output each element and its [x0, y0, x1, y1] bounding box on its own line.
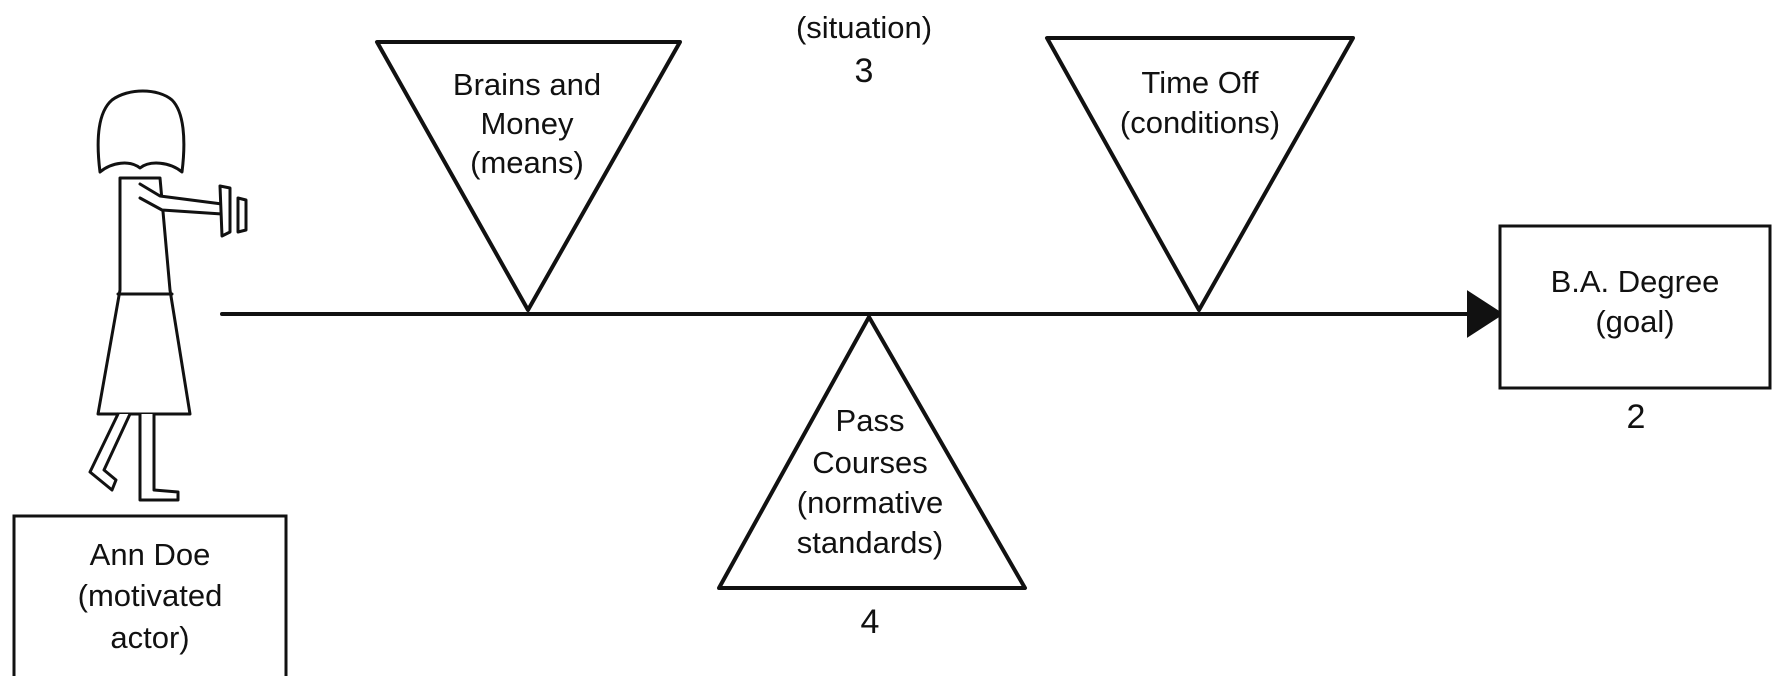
normative-standards-label-line-2: Courses — [812, 445, 927, 480]
normative-standards-triangle — [717, 315, 1027, 590]
actor-label-line-3: actor) — [110, 620, 189, 655]
actor-label-line-1: Ann Doe — [90, 537, 211, 572]
actor-label-line-2: (motivated — [78, 578, 223, 613]
actor-leg-front — [138, 412, 180, 502]
conditions-label-line-1: Time Off — [1141, 65, 1259, 100]
means-label-line-3: (means) — [470, 145, 584, 180]
actor-hand-front — [218, 184, 232, 238]
means-triangle — [375, 40, 682, 312]
goal-node: B.A. Degree (goal) 2 — [1498, 224, 1772, 436]
actor-head — [96, 89, 186, 174]
goal-label-line-2: (goal) — [1595, 304, 1674, 339]
conditions-label-line-2: (conditions) — [1120, 105, 1280, 140]
arrow-head — [1467, 290, 1504, 338]
actor-dress — [96, 176, 192, 416]
situation-label: (situation) — [796, 10, 932, 45]
actor-figure — [88, 89, 248, 502]
means-node: Brains and Money (means) — [375, 40, 682, 312]
normative-standards-label-line-4: standards) — [797, 525, 943, 560]
means-label-line-1: Brains and — [453, 67, 601, 102]
actor-hand-back — [236, 196, 248, 234]
actor-node: Ann Doe (motivated actor) — [12, 514, 288, 676]
conditions-node: Time Off (conditions) — [1045, 36, 1355, 312]
actor-box — [12, 514, 288, 676]
goal-box — [1498, 224, 1772, 390]
goal-label-line-1: B.A. Degree — [1551, 264, 1720, 299]
normative-standards-label-line-3: (normative — [797, 485, 943, 520]
situation-number: 3 — [855, 52, 874, 90]
conditions-triangle — [1045, 36, 1355, 312]
normative-standards-number: 4 — [861, 603, 880, 641]
goal-number: 2 — [1627, 398, 1646, 436]
normative-standards-label-line-1: Pass — [836, 403, 905, 438]
normative-standards-node: Pass Courses (normative standards) 4 — [717, 315, 1027, 641]
actor-leg-back — [88, 412, 132, 492]
means-label-line-2: Money — [480, 106, 574, 141]
